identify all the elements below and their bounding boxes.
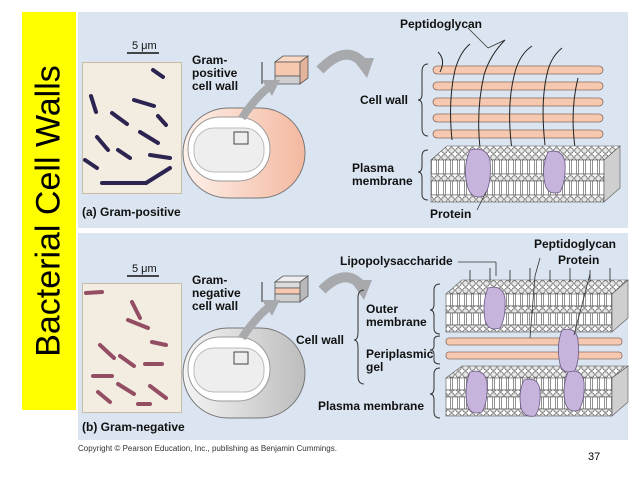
plasma-membrane-label: Plasma membrane <box>352 161 413 188</box>
outer-membrane-label: Outer membrane <box>366 302 427 329</box>
slide-title: Bacterial Cell Walls <box>22 12 76 410</box>
scale-label: 5 μm <box>132 40 157 52</box>
brackets <box>353 283 441 419</box>
leader-lines <box>458 257 591 339</box>
gram-positive-wall-cube <box>273 55 310 85</box>
lipopolysaccharide-chains <box>469 268 611 282</box>
gram-negative-cell <box>182 327 306 419</box>
scale-label: 5 μm <box>132 263 157 275</box>
gram-negative-wall-label: Gram- negative cell wall <box>192 273 241 313</box>
gram-negative-wall-cube <box>273 275 310 303</box>
gram-positive-rods <box>83 68 172 185</box>
page-number: 37 <box>588 451 601 463</box>
membrane-proteins <box>465 148 566 198</box>
copyright-notice: Copyright © Pearson Education, Inc., pub… <box>78 444 337 453</box>
peptidoglycan-label: Peptidoglycan <box>400 17 483 31</box>
peptidoglycan-label: Peptidoglycan <box>534 237 617 251</box>
leader-lines <box>467 27 506 211</box>
cell-wall-label: Cell wall <box>296 333 345 347</box>
protein-label: Protein <box>430 207 472 221</box>
plasma-membrane-label: Plasma membrane <box>318 399 425 413</box>
membrane-proteins <box>465 286 585 417</box>
protein-label: Protein <box>558 253 600 267</box>
caption-b: (b) Gram-negative <box>82 420 185 434</box>
gram-negative-rods <box>84 290 168 406</box>
peptidoglycan-layers <box>432 65 604 139</box>
caption-a: (a) Gram-positive <box>82 205 181 219</box>
gram-positive-wall-label: Gram- positive cell wall <box>192 53 239 93</box>
cell-wall-label: Cell wall <box>360 93 409 107</box>
plasma-membrane-bilayer <box>430 145 621 203</box>
gram-positive-cell <box>182 107 306 199</box>
periplasmic-gel-label: Periplasmic gel <box>366 347 434 374</box>
thin-peptidoglycan-layer <box>445 337 623 360</box>
brackets <box>417 63 429 201</box>
lipopolysaccharide-label: Lipopolysaccharide <box>340 254 453 268</box>
outer-membrane-bilayer <box>445 279 629 333</box>
peptidoglycan-strands <box>437 39 579 151</box>
